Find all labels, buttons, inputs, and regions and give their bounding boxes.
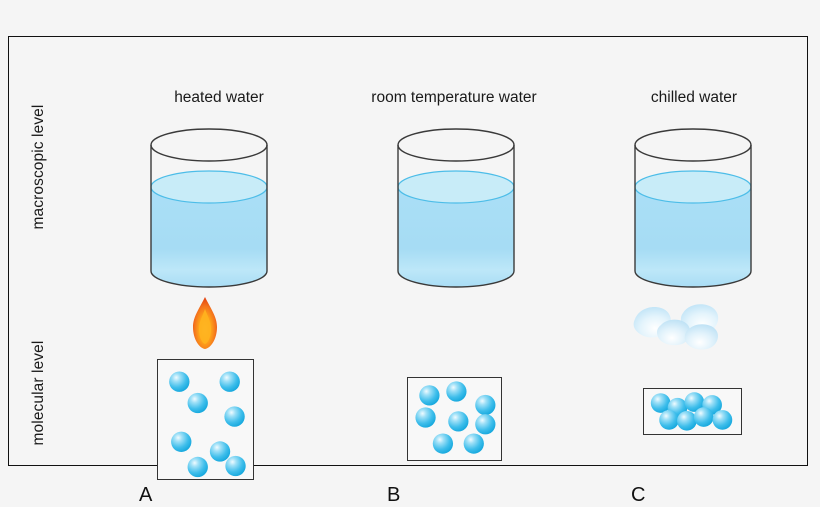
panel-letter-c: C xyxy=(631,484,646,506)
molecule xyxy=(448,411,469,432)
ice-cube-3 xyxy=(657,319,691,346)
molecule xyxy=(446,381,467,402)
molecule xyxy=(419,385,440,406)
column-title-chilled-water: chilled water xyxy=(650,89,738,106)
column-title-room-temperature-water: room temperature water xyxy=(371,89,537,106)
molecule-field xyxy=(169,371,246,478)
panel-letter-a: A xyxy=(139,484,153,506)
flame-core xyxy=(199,309,211,344)
molecule xyxy=(219,371,240,392)
molecule xyxy=(224,406,245,427)
axis-label-macroscopic: macroscopic level xyxy=(30,104,47,230)
water-surface xyxy=(397,170,515,204)
water-body xyxy=(151,187,267,287)
molecule-box-heated-water xyxy=(157,359,254,480)
column-title-heated-water: heated water xyxy=(174,89,264,106)
molecule xyxy=(171,431,192,452)
glass-bottom xyxy=(634,270,752,288)
water-surface xyxy=(634,170,752,204)
ice-cubes-icon xyxy=(627,297,731,358)
glass-bottom xyxy=(397,270,515,288)
beaker-heated-water xyxy=(147,125,271,294)
molecule xyxy=(225,455,246,477)
beaker-graphic xyxy=(634,128,752,288)
molecule xyxy=(475,414,496,435)
molecule xyxy=(209,441,231,462)
glass-rim xyxy=(150,128,268,162)
molecule-field xyxy=(650,392,733,431)
molecule-box-chilled-water xyxy=(643,388,742,435)
glass-rim xyxy=(397,128,515,162)
glass-rim xyxy=(634,128,752,162)
figure-frame: macroscopic level molecular level heated… xyxy=(8,36,808,506)
ice-cube-4 xyxy=(684,324,718,350)
molecule-field xyxy=(415,381,496,454)
molecule xyxy=(659,410,679,430)
ice-cubes-graphic xyxy=(633,304,719,350)
figure-root: macroscopic level molecular level heated… xyxy=(8,36,808,506)
water-surface xyxy=(150,170,268,204)
panel-letter-b: B xyxy=(387,484,401,506)
molecule xyxy=(463,433,484,454)
molecule xyxy=(187,456,208,478)
molecule xyxy=(169,371,190,392)
molecule xyxy=(677,411,697,431)
glass-bottom xyxy=(150,270,268,288)
beaker-graphic xyxy=(397,128,515,288)
flame-graphic xyxy=(193,297,217,349)
beaker-chilled-water xyxy=(631,125,755,294)
molecule xyxy=(712,410,733,430)
molecule xyxy=(693,407,714,427)
molecule xyxy=(475,394,496,416)
molecule xyxy=(187,392,208,414)
molecule-box-room-temperature-water xyxy=(407,377,502,461)
beaker-room-temperature-water xyxy=(394,125,518,294)
molecule xyxy=(415,407,436,428)
molecule xyxy=(650,393,671,413)
molecule xyxy=(684,392,705,412)
water-body xyxy=(398,187,514,287)
molecule xyxy=(432,433,454,454)
axis-label-molecular: molecular level xyxy=(30,340,47,446)
flame-icon xyxy=(189,295,221,356)
beaker-graphic xyxy=(150,128,268,288)
water-body xyxy=(635,187,751,287)
